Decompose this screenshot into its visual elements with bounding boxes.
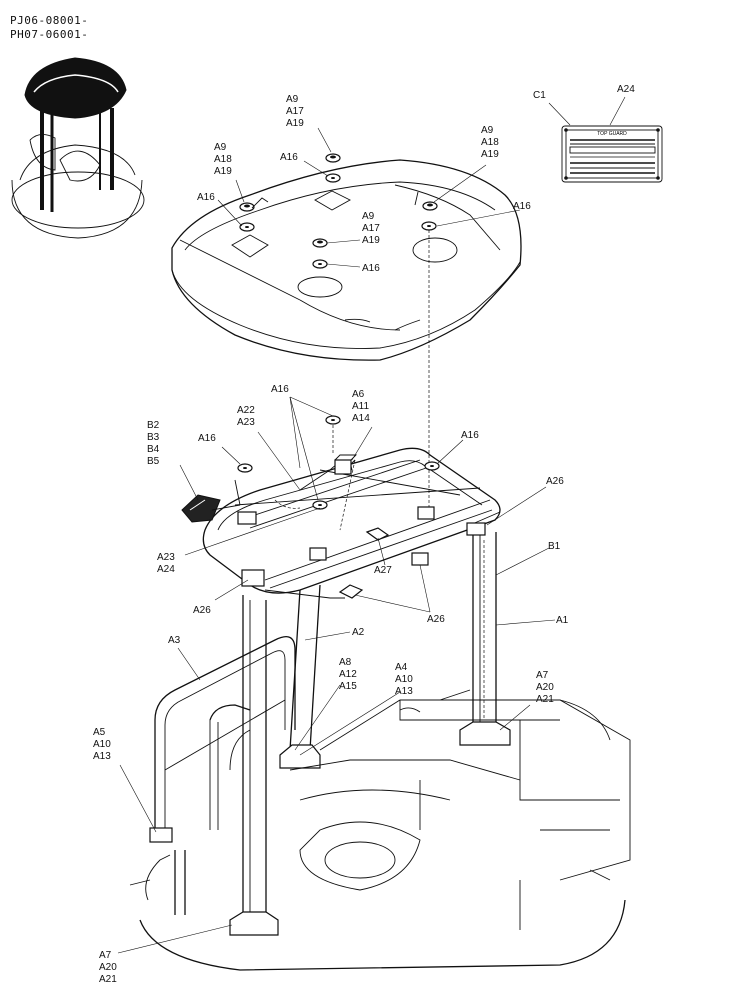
canopy-posts <box>229 532 511 936</box>
callout-a26-left-0: A26 <box>193 605 211 616</box>
callout-a8-a12-a15-2: A15 <box>339 681 357 692</box>
callout-a6-a11-a14-1: A11 <box>352 401 369 412</box>
callout-a5-a10-a13-1: A10 <box>93 739 111 750</box>
callout-a9-a17-a19-mid-1: A17 <box>362 223 380 234</box>
callout-a27-0: A27 <box>374 565 392 576</box>
callout-a26-right-0: A26 <box>546 476 564 487</box>
callout-a24-plate-0: A24 <box>617 84 635 95</box>
callout-a4-a10-a13-0: A4 <box>395 662 408 673</box>
roof-hardware <box>239 153 438 269</box>
callout-a3-0: A3 <box>168 635 181 646</box>
callout-a7-a20-a21-bottom-0: A7 <box>99 950 112 961</box>
callout-a16-top-center-0: A16 <box>280 152 298 163</box>
callout-a9-a18-a19-left-2: A19 <box>214 166 232 177</box>
callout-labels: A9A17A19C1A24A9A18A19A16A16A9A18A19A16A9… <box>93 84 635 985</box>
callout-b1-0: B1 <box>548 541 561 552</box>
callout-a22-a23-1: A23 <box>237 417 255 428</box>
callout-a9-a17-a19-top-0: A9 <box>286 94 299 105</box>
callout-a16-frame-right-0: A16 <box>461 430 479 441</box>
callout-a16-right-0: A16 <box>513 201 531 212</box>
callout-a16-frame-top-0: A16 <box>271 384 289 395</box>
callout-a23-a24-1: A24 <box>157 564 175 575</box>
callout-a6-a11-a14-0: A6 <box>352 389 365 400</box>
name-plate: TOP GUARD <box>561 125 663 183</box>
callout-a9-a17-a19-mid-0: A9 <box>362 211 375 222</box>
callout-a26-bottom-0: A26 <box>427 614 445 625</box>
callout-a22-a23-0: A22 <box>237 405 255 416</box>
callout-b2-b5-1: B3 <box>147 432 160 443</box>
callout-a9-a17-a19-top-2: A19 <box>286 118 304 129</box>
callout-b2-b5-0: B2 <box>147 420 160 431</box>
callout-a1-0: A1 <box>556 615 569 626</box>
plate-title: TOP GUARD <box>597 131 627 137</box>
excavator-thumbnail <box>11 57 145 239</box>
callout-a7-a20-a21-bottom-2: A21 <box>99 974 117 985</box>
callout-a9-a17-a19-top-1: A17 <box>286 106 304 117</box>
callout-a9-a17-a19-mid-2: A19 <box>362 235 380 246</box>
callout-a5-a10-a13-2: A13 <box>93 751 111 762</box>
leader-lines <box>117 96 626 954</box>
callout-a16-mid-0: A16 <box>362 263 380 274</box>
model-serial-2: PH07-06001- <box>10 28 89 41</box>
callout-c1-0: C1 <box>533 90 546 101</box>
callout-a7-a20-a21-right-1: A20 <box>536 682 554 693</box>
frame-washers <box>237 415 440 510</box>
machine-base <box>129 689 631 971</box>
callout-a9-a18-a19-right-0: A9 <box>481 125 494 136</box>
callout-a6-a11-a14-2: A14 <box>352 413 370 424</box>
callout-a7-a20-a21-right-2: A21 <box>536 694 554 705</box>
mirror-assembly <box>181 494 241 523</box>
callout-a9-a18-a19-right-2: A19 <box>481 149 499 160</box>
callout-a5-a10-a13-0: A5 <box>93 727 106 738</box>
callout-b2-b5-3: B5 <box>147 456 160 467</box>
callout-a4-a10-a13-2: A13 <box>395 686 413 697</box>
handrail <box>149 636 296 843</box>
callout-a8-a12-a15-0: A8 <box>339 657 352 668</box>
canopy-roof <box>171 159 522 361</box>
callout-a23-a24-0: A23 <box>157 552 175 563</box>
callout-a7-a20-a21-bottom-1: A20 <box>99 962 117 973</box>
callout-a4-a10-a13-1: A10 <box>395 674 413 685</box>
callout-a9-a18-a19-left-1: A18 <box>214 154 232 165</box>
callout-b2-b5-2: B4 <box>147 444 160 455</box>
callout-a16-frame-left-0: A16 <box>198 433 216 444</box>
callout-a9-a18-a19-right-1: A18 <box>481 137 499 148</box>
callout-a7-a20-a21-right-0: A7 <box>536 670 549 681</box>
callout-a2-0: A2 <box>352 627 365 638</box>
callout-a9-a18-a19-left-0: A9 <box>214 142 227 153</box>
callout-a16-upper-left-0: A16 <box>197 192 215 203</box>
callout-a8-a12-a15-1: A12 <box>339 669 357 680</box>
model-serial-1: PJ06-08001- <box>10 14 89 27</box>
